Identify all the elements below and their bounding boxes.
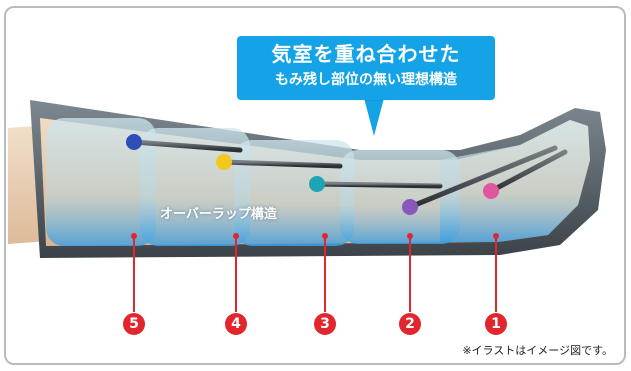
- chamber-number-5: 5: [123, 313, 145, 335]
- leader-dots: [131, 233, 499, 239]
- overlap-structure-label: オーバーラップ構造: [160, 207, 277, 222]
- chamber-number-2: 2: [399, 313, 421, 335]
- teal-pin-icon: [309, 176, 325, 192]
- pins: [126, 134, 568, 215]
- callout-pointer: [364, 98, 384, 136]
- yellow-pin-icon: [216, 154, 232, 170]
- callout-subtitle: もみ残し部位の無い理想構造: [275, 72, 457, 88]
- illustration-note: ※イラストはイメージ図です。: [462, 344, 613, 357]
- blue-pin-icon: [126, 134, 142, 150]
- chamber-number-4: 4: [225, 313, 247, 335]
- pink-pin-icon: [483, 183, 499, 199]
- chamber-number-1: 1: [485, 313, 507, 335]
- callout-title: 気室を重ね合わせた: [271, 42, 461, 66]
- leader-lines: [133, 238, 497, 312]
- callout-box: 気室を重ね合わせた もみ残し部位の無い理想構造: [237, 36, 495, 100]
- purple-pin-icon: [402, 199, 418, 215]
- chamber-number-3: 3: [314, 313, 336, 335]
